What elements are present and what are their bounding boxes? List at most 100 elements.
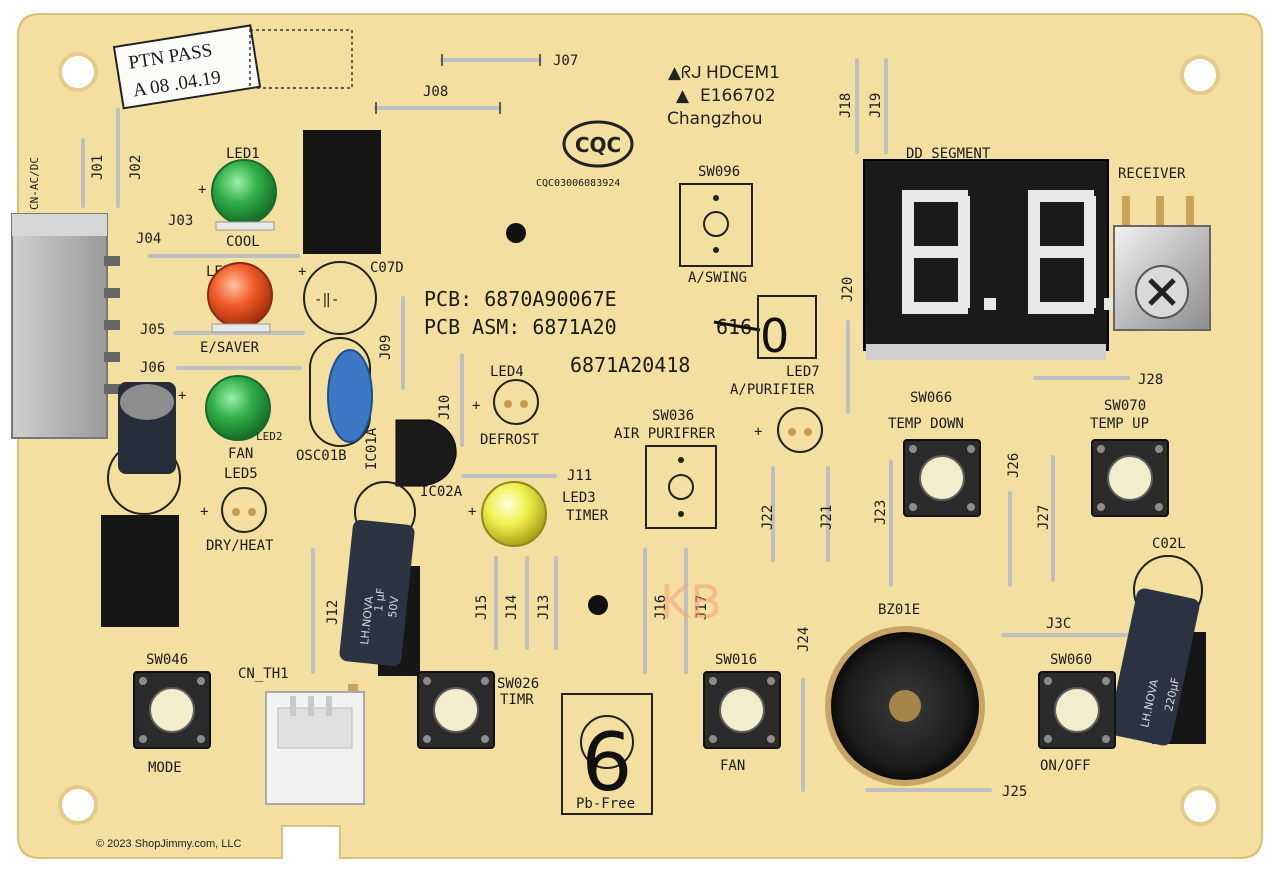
led-cool: LED1 + COOL	[198, 146, 277, 250]
cap-ref: C07D	[370, 260, 404, 276]
buzzer: BZ01E	[825, 602, 985, 786]
pb-free-label: Pb-Free	[576, 796, 635, 812]
switch-mode[interactable]: SW046 MODE	[133, 652, 211, 776]
cap-polarity: -‖-	[314, 292, 339, 308]
switch-ref: SW026	[497, 676, 539, 692]
switch-cap[interactable]	[149, 687, 195, 733]
jumper-label: J08	[423, 84, 448, 100]
led-label: DRY/HEAT	[206, 538, 274, 554]
connector-th-label: CN_TH1	[238, 666, 289, 682]
switch-cap[interactable]	[1107, 455, 1153, 501]
led-label: COOL	[226, 234, 260, 250]
ul-mark-icon: ▲ᖇᒍ	[668, 63, 702, 83]
cap-value: 1 μF	[372, 587, 387, 612]
osc-ref: OSC01B	[296, 448, 347, 464]
receiver-cross-icon	[1148, 278, 1176, 306]
jumper-label: J15	[474, 595, 490, 620]
switch-ref: SW066	[910, 390, 952, 406]
jumper-label: J16	[653, 595, 669, 620]
ic-ref: IC01A	[364, 427, 380, 470]
jumper-label: J04	[136, 231, 161, 247]
ic-ref: IC02A	[420, 484, 463, 500]
jumper-label: J3C	[1046, 616, 1071, 632]
switch-temp-up[interactable]: SW070 TEMP UP	[1090, 398, 1169, 517]
jumper-label: J26	[1006, 453, 1022, 478]
oscillator-osc01b: OSC01B	[296, 337, 373, 464]
buzzer-port-icon	[889, 690, 921, 722]
capacitor-1uf: LH.NOVA 1 μF 50V	[339, 481, 416, 667]
ic-chip-lower	[101, 515, 179, 627]
copyright-notice: © 2023 ShopJimmy.com, LLC	[96, 838, 242, 850]
led-ref: LED2	[256, 430, 283, 443]
handwritten-number: 6	[582, 716, 633, 809]
led-label: FAN	[228, 446, 253, 462]
jumper-label: J02	[128, 155, 144, 180]
led-label: E/SAVER	[200, 340, 260, 356]
pcb-asm-handwritten: 0	[760, 309, 789, 363]
led-fan: + LED2 FAN	[178, 375, 283, 462]
switch-temp-down[interactable]: SW066 TEMP DOWN	[888, 390, 981, 517]
switch-ref: SW096	[698, 164, 740, 180]
jumper-label: J10	[437, 395, 453, 420]
jumper-label: J05	[140, 322, 165, 338]
main-connector: CN-AC/DC	[11, 157, 120, 439]
jumper-label: J20	[840, 277, 856, 302]
buzzer-ref: BZ01E	[878, 602, 920, 618]
jumper-label: J17	[694, 595, 710, 620]
led-e-saver: LED6 + E/SAVER	[200, 262, 306, 356]
watermark-text: KB	[660, 575, 722, 629]
switch-ref: SW036	[652, 408, 694, 424]
switch-label: TIMR	[500, 692, 534, 708]
polarity-mark: +	[200, 504, 208, 520]
capacitor-small-left	[107, 382, 181, 515]
jumper-labels: J01 J02 J03 J04 J05 J06 J07 J08 J09 J10 …	[90, 53, 1163, 800]
mounting-hole	[58, 785, 98, 825]
jumper-label: J06	[140, 360, 165, 376]
jumper-label: J14	[504, 595, 520, 620]
switch-ref: SW070	[1104, 398, 1146, 414]
led-defrost: LED4 + DEFROST	[472, 364, 540, 448]
led-ref: LED7	[786, 364, 820, 380]
led-label: DEFROST	[480, 432, 540, 448]
switch-label: A/SWING	[688, 270, 747, 286]
led-ref: LED3	[562, 490, 596, 506]
silk-grid	[249, 29, 353, 89]
jumper-label: J18	[838, 93, 854, 118]
jumper-label: J11	[567, 468, 592, 484]
switch-cap[interactable]	[919, 455, 965, 501]
receiver-label: RECEIVER	[1118, 166, 1186, 182]
switch-cap[interactable]	[433, 687, 479, 733]
jumper-label: J28	[1138, 372, 1163, 388]
jumper-label: J12	[325, 600, 341, 625]
cap-ref: C02L	[1152, 536, 1186, 552]
thermistor-connector: CN_TH1	[238, 666, 365, 805]
switch-timer[interactable]: SW026 TIMR	[417, 671, 539, 749]
switch-label: FAN	[720, 758, 745, 774]
via-hole	[588, 595, 608, 615]
switch-cap[interactable]	[719, 687, 765, 733]
pcb-asm-alt: 6871A20418	[570, 353, 690, 377]
mounting-hole	[1180, 55, 1220, 95]
seven-segment-display: DD SEGMENT	[863, 146, 1116, 360]
switch-cap[interactable]	[1054, 687, 1100, 733]
decimal-point	[984, 298, 996, 310]
led-timer: + LED3 TIMER	[468, 481, 609, 547]
ul-file-number: E166702	[700, 86, 776, 106]
connector-main-label: CN-AC/DC	[28, 157, 41, 210]
polarity-mark: +	[472, 398, 480, 414]
display-digit	[902, 190, 1096, 314]
switch-ref: SW016	[715, 652, 757, 668]
switch-a-swing-footprint: SW096 A/SWING	[679, 164, 753, 286]
polarity-mark: +	[178, 388, 186, 404]
switch-fan[interactable]: SW016 FAN	[703, 652, 781, 774]
switch-on-off[interactable]: SW060 ON/OFF	[1038, 652, 1116, 774]
polarity-mark: +	[198, 182, 206, 198]
switch-label: AIR PURIFRER	[614, 426, 716, 442]
jumper-label: J24	[796, 627, 812, 652]
switch-label: ON/OFF	[1040, 758, 1091, 774]
led-ref: LED4	[490, 364, 524, 380]
pcb-number: PCB: 6870A90067E	[424, 287, 617, 311]
ic-chip-upper	[303, 130, 381, 254]
jumper-label: J23	[873, 500, 889, 525]
jumper-label: J13	[536, 595, 552, 620]
